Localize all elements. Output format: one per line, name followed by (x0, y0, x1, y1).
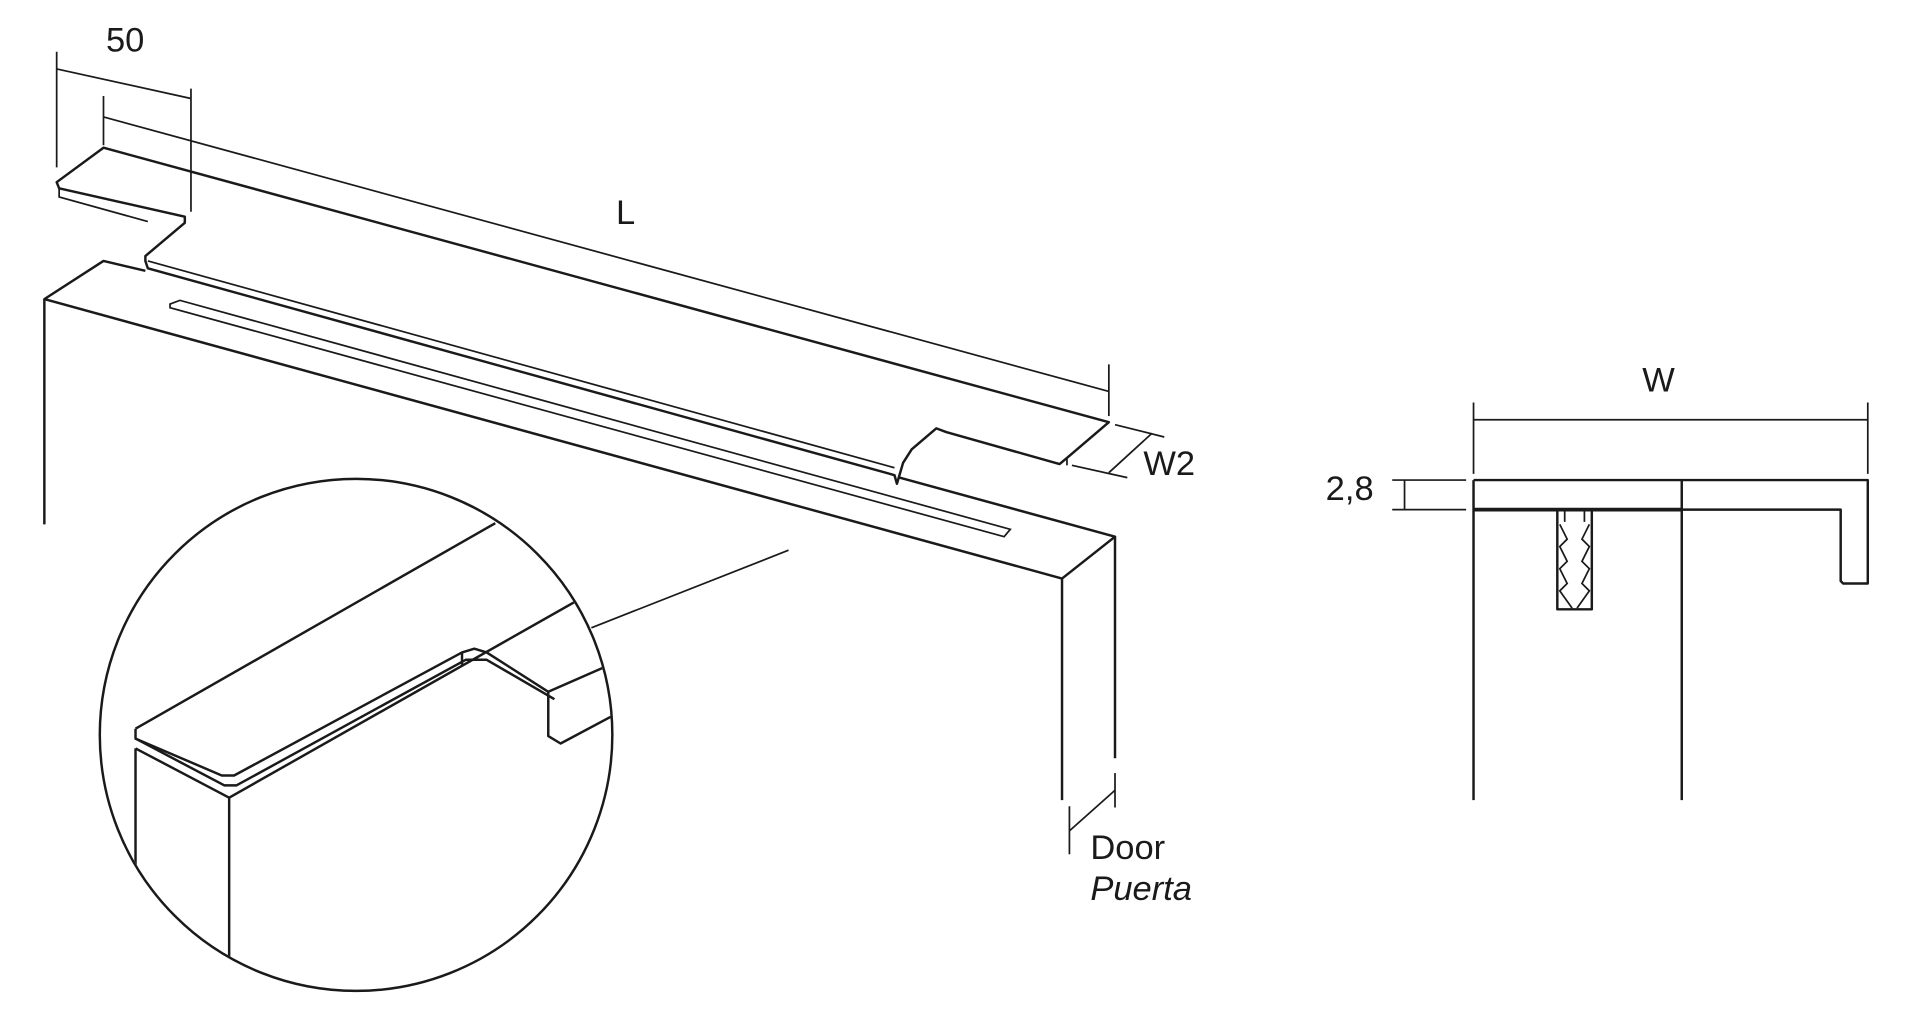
dimension-w2: W2 (1071, 423, 1195, 483)
door-panel (43, 259, 1117, 801)
door-indicator: Door Puerta (1068, 773, 1192, 908)
dimension-l-label: L (616, 194, 635, 232)
dimension-l: L (102, 96, 1110, 417)
dimension-50-label: 50 (106, 22, 144, 60)
detail-magnifier (98, 477, 789, 993)
dimension-w-label: W (1642, 361, 1675, 399)
dimension-50: 50 (55, 22, 192, 212)
handle-profile (55, 146, 1111, 485)
dimension-w2-label: W2 (1143, 445, 1195, 483)
door-label-en: Door (1090, 829, 1165, 867)
dimension-thickness-label: 2,8 (1326, 470, 1374, 508)
cross-section: W 2,8 (1326, 361, 1870, 801)
door-label-es: Puerta (1090, 870, 1192, 908)
